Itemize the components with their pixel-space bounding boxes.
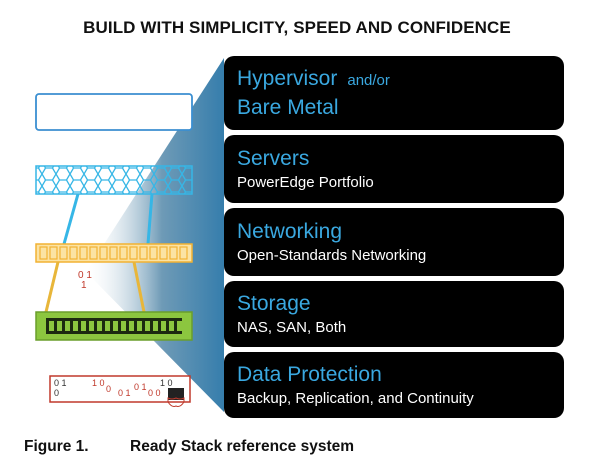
- layer-hypervisor-andor: and/or: [347, 72, 390, 89]
- layer-networking-subtitle: Open-Standards Networking: [237, 247, 427, 264]
- drive-slot: [81, 321, 86, 331]
- layer-servers-subtitle: PowerEdge Portfolio: [237, 174, 374, 191]
- network-storage-cables: [44, 261, 146, 313]
- svg-text:0 1: 0 1: [134, 382, 147, 392]
- drive-slot: [121, 321, 126, 331]
- svg-text:0: 0: [54, 388, 59, 398]
- layer-data-protection: Data Protection Backup, Replication, and…: [224, 352, 564, 418]
- drive-slot: [177, 321, 182, 331]
- storage-array-icon: [35, 311, 193, 341]
- layer-storage-subtitle: NAS, SAN, Both: [237, 319, 347, 336]
- svg-text:0 0: 0 0: [148, 388, 161, 398]
- drive-slot: [97, 321, 102, 331]
- switch-port: [109, 246, 118, 260]
- switch-port: [69, 246, 78, 260]
- network-switch-icon: [35, 243, 193, 263]
- drive-slot: [129, 321, 134, 331]
- shield-icon: [167, 397, 185, 407]
- drive-slot: [49, 321, 54, 331]
- switch-port: [179, 246, 188, 260]
- network-bits-label-2: 1: [81, 280, 87, 291]
- drive-slot: [65, 321, 70, 331]
- switch-port: [39, 246, 48, 260]
- layer-servers: Servers PowerEdge Portfolio: [224, 135, 564, 203]
- switch-port: [79, 246, 88, 260]
- drive-slot: [73, 321, 78, 331]
- layer-servers-title: Servers: [237, 147, 310, 170]
- layer-networking-title: Networking: [237, 220, 343, 243]
- switch-port: [119, 246, 128, 260]
- svg-text:0 1: 0 1: [54, 378, 67, 388]
- hypervisor-icon: [35, 93, 193, 131]
- svg-text:0 1: 0 1: [118, 388, 131, 398]
- layer-storage-title: Storage: [237, 292, 311, 315]
- layer-storage: Storage NAS, SAN, Both: [224, 281, 564, 347]
- layer-hypervisor-title2: Bare Metal: [237, 96, 339, 119]
- servers-icon: [35, 165, 193, 195]
- svg-text:1 0: 1 0: [92, 378, 105, 388]
- figure-number: Figure 1.: [24, 438, 89, 455]
- layer-networking: Networking Open-Standards Networking: [224, 208, 564, 276]
- drive-slot: [153, 321, 158, 331]
- switch-port: [169, 246, 178, 260]
- drive-slot: [57, 321, 62, 331]
- switch-port: [129, 246, 138, 260]
- drive-slot: [169, 321, 174, 331]
- switch-port: [49, 246, 58, 260]
- switch-port: [89, 246, 98, 260]
- drive-slot: [89, 321, 94, 331]
- server-network-cables: [62, 193, 154, 245]
- network-bits-label: 0 1: [78, 270, 92, 281]
- switch-port: [159, 246, 168, 260]
- switch-port: [59, 246, 68, 260]
- figure-caption-text: Ready Stack reference system: [130, 438, 355, 455]
- drive-slot: [137, 321, 142, 331]
- drive-slot: [105, 321, 110, 331]
- layer-data-protection-subtitle: Backup, Replication, and Continuity: [237, 390, 474, 407]
- figure-caption: Figure 1. Ready Stack reference system: [24, 438, 354, 456]
- switch-port: [99, 246, 108, 260]
- svg-text:0: 0: [106, 384, 111, 394]
- page-title: BUILD WITH SIMPLICITY, SPEED AND CONFIDE…: [83, 18, 511, 37]
- data-protection-icon: 0 1 0 1 0 0 0 1 0 1 0 0 1 0: [49, 375, 191, 407]
- switch-port: [139, 246, 148, 260]
- svg-text:1 0: 1 0: [160, 378, 173, 388]
- layer-data-protection-title: Data Protection: [237, 363, 382, 386]
- tape-cartridge-icon: [168, 388, 184, 400]
- switch-port: [149, 246, 158, 260]
- drive-slot: [113, 321, 118, 331]
- drive-slot: [145, 321, 150, 331]
- drive-slot: [161, 321, 166, 331]
